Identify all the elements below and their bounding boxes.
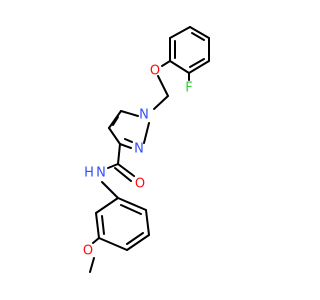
bond-carbonyl-double-1 [117, 163, 135, 177]
bond-ring-carbonyl [117, 143, 121, 165]
atom-label-ether-oxygen: O [150, 64, 160, 79]
methoxyphenyl-ring [95, 197, 150, 251]
molecule-structure-drawing: F O N N O N H O [83, 26, 210, 273]
atom-label-pyrazole-n2: N [134, 142, 144, 157]
atom-label-amide-nitrogen: N [96, 166, 106, 181]
bond-ring-ether-o [161, 60, 171, 67]
atom-label-carbonyl-oxygen: O [135, 177, 145, 192]
pyrazole-ring [108, 110, 150, 149]
bond-methoxy-o-ch3 [89, 257, 95, 273]
fluorophenyl-ring [169, 26, 210, 74]
bond-ch2-n1 [153, 95, 169, 110]
atom-label-pyrazole-n1: N [139, 108, 149, 123]
atom-label-methoxy-oxygen: O [83, 244, 93, 259]
bond-o-ch2 [157, 75, 169, 97]
atom-label-fluorine: F [185, 81, 192, 96]
bond-carbonyl-double-2 [114, 167, 132, 182]
atom-label-amide-hydrogen: H [84, 166, 94, 181]
bond-aryl-methoxy-o [92, 237, 100, 244]
bond-nh-aryl [101, 181, 119, 199]
bond-carbonyl-nh [107, 163, 119, 169]
